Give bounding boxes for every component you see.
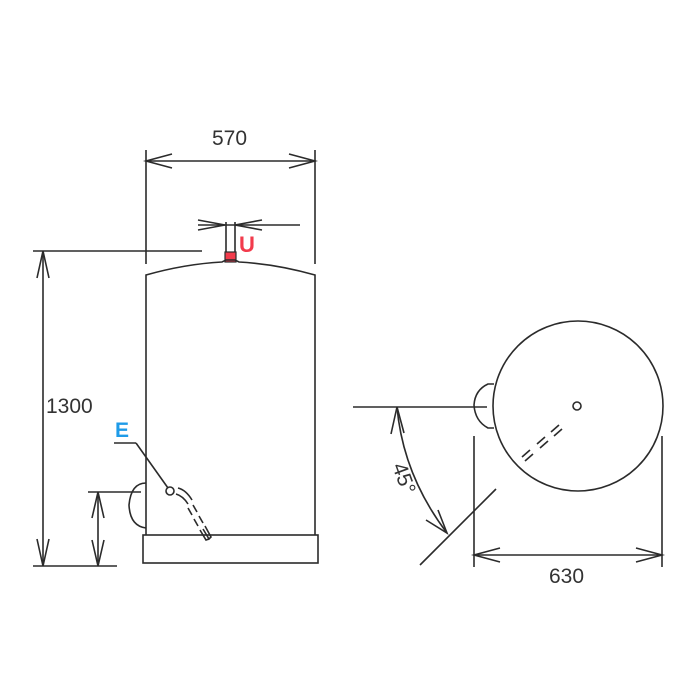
width-label: 570 — [212, 127, 248, 150]
pipe-dimension — [197, 219, 300, 253]
tank-base — [142, 534, 319, 564]
height-dimension — [33, 250, 117, 567]
angle-arc — [396, 406, 448, 534]
side-connection — [128, 482, 147, 529]
angle-45-line — [419, 488, 497, 566]
center-outlet — [572, 401, 582, 411]
diameter-dimension — [470, 436, 666, 567]
top-dip-tube — [521, 424, 563, 462]
connection-height-dimension — [91, 491, 105, 567]
inlet-pipe — [114, 442, 212, 541]
diameter-label: 630 — [549, 565, 585, 588]
top-side-connection — [473, 383, 494, 429]
outlet-label: U — [239, 232, 255, 257]
height-label: 1300 — [46, 395, 93, 418]
inlet-label: E — [115, 419, 130, 442]
outlet-marker — [224, 251, 237, 263]
top-view — [353, 320, 666, 567]
tank-top-circle — [492, 320, 664, 492]
tank-body — [142, 259, 319, 564]
front-view — [33, 150, 319, 567]
width-dimension — [142, 150, 319, 264]
